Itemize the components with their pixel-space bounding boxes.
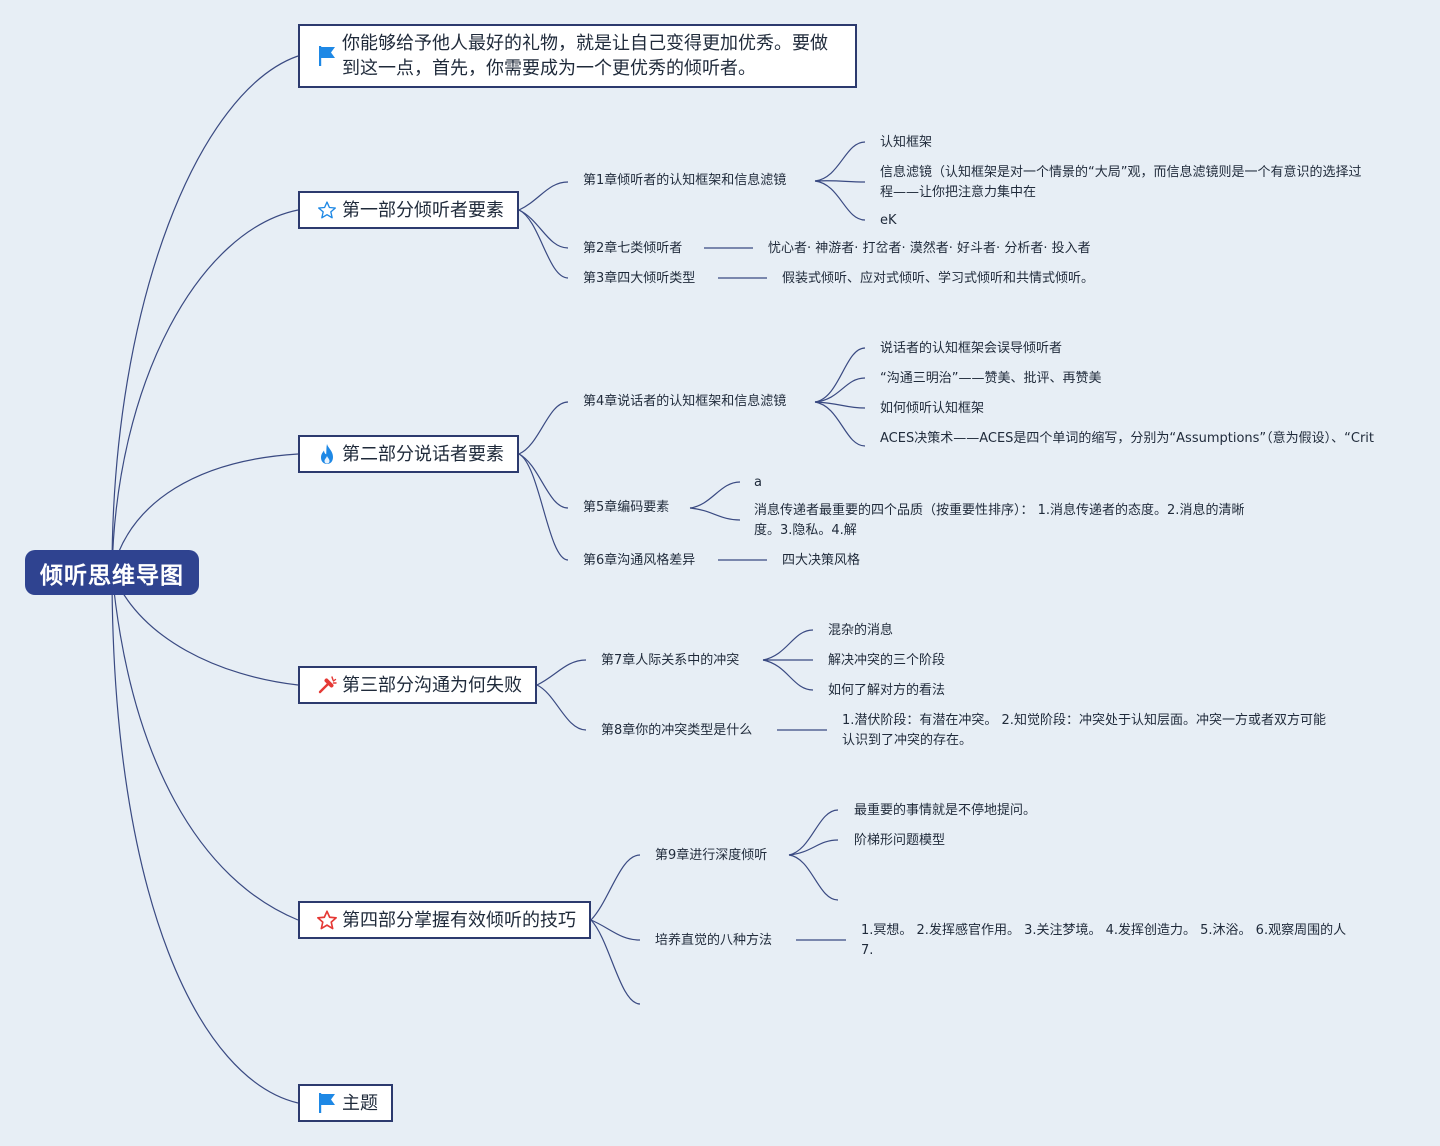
connector-part4-ch9 <box>590 854 641 921</box>
connector-ch9-empty <box>788 854 839 901</box>
connector-ch4-item4 <box>814 401 866 447</box>
connector-root-part3 <box>111 571 299 686</box>
connector-ch1-item2 <box>814 180 866 183</box>
part1-title: 第一部分倾听者要素 <box>342 199 504 221</box>
intuition-label[interactable]: 培养直觉的八种方法 <box>655 933 773 948</box>
chapter4-label[interactable]: 第4章说话者的认知框架和信息滤镜 <box>583 394 787 409</box>
root-title: 倾听思维导图 <box>40 562 184 589</box>
chapter6-label[interactable]: 第6章沟通风格差异 <box>583 553 696 568</box>
connector-ch5-item2 <box>689 507 741 521</box>
chapter2-label[interactable]: 第2章七类倾听者 <box>583 241 683 256</box>
chapter4-item-listen-frame[interactable]: 如何倾听认知框架 <box>880 401 985 416</box>
chapter9-label[interactable]: 第9章进行深度倾听 <box>655 848 768 863</box>
chapter1-item-ek[interactable]: eK <box>880 213 897 228</box>
connector-part2-ch4 <box>518 401 569 455</box>
chapter5-item-a[interactable]: a <box>754 475 762 490</box>
part1-topic[interactable]: 第一部分倾听者要素 <box>298 191 519 229</box>
chapter7-item-three-stages[interactable]: 解决冲突的三个阶段 <box>828 653 946 668</box>
connector-ch4-item2 <box>814 377 866 403</box>
connector-ch7-item1 <box>762 629 814 661</box>
connector-ch9-item2 <box>788 839 839 856</box>
connector-part1-ch1 <box>518 181 569 211</box>
chapter7-item-understand[interactable]: 如何了解对方的看法 <box>828 683 946 698</box>
chapter8-detail[interactable]: 1.潜伏阶段：有潜在冲突。 2.知觉阶段：冲突处于认知层面。冲突一方或者双方可能… <box>842 713 1326 748</box>
chapter3-label[interactable]: 第3章四大倾听类型 <box>583 271 696 286</box>
part3-title: 第三部分沟通为何失败 <box>342 674 522 696</box>
connector-ch4-item1 <box>814 347 866 403</box>
flag-icon <box>316 1092 338 1114</box>
chapter1-item-info-filter[interactable]: 信息滤镜（认知框架是对一个情景的“大局”观，而信息滤镜则是一个有意识的选择过程—… <box>880 165 1362 200</box>
part2-topic[interactable]: 第二部分说话者要素 <box>298 435 519 473</box>
connector-part1-ch3 <box>518 209 569 279</box>
part4-topic[interactable]: 第四部分掌握有效倾听的技巧 <box>298 901 591 939</box>
connector-part2-ch5 <box>518 453 569 509</box>
connector-root-topic <box>111 571 299 1104</box>
topic-last[interactable]: 主题 <box>298 1084 393 1122</box>
intro-text: 你能够给予他人最好的礼物，就是让自己变得更加优秀。要做到这一点，首先，你需要成为… <box>342 33 828 79</box>
chapter5-item-qualities[interactable]: 消息传递者最重要的四个品质（按重要性排序）： 1.消息传递者的态度。2.消息的清… <box>754 503 1245 538</box>
star-outline-icon <box>316 199 338 221</box>
chapter1-label[interactable]: 第1章倾听者的认知框架和信息滤镜 <box>583 173 787 188</box>
connector-part3-ch8 <box>536 684 587 731</box>
flag-icon <box>316 45 338 67</box>
connector-root-part2 <box>111 453 299 573</box>
hammer-icon <box>316 674 338 696</box>
intuition-detail[interactable]: 1.冥想。 2.发挥感官作用。 3.关注梦境。 4.发挥创造力。 5.沐浴。 6… <box>861 923 1347 958</box>
chapter7-label[interactable]: 第7章人际关系中的冲突 <box>601 653 740 668</box>
chapter4-item-sandwich[interactable]: “沟通三明治”——赞美、批评、再赞美 <box>880 371 1102 386</box>
connector-root-part1 <box>111 209 299 573</box>
chapter6-detail[interactable]: 四大决策风格 <box>782 553 861 568</box>
connector-part4-empty <box>590 919 641 1005</box>
connector-ch9-item1 <box>788 809 839 856</box>
chapter4-item-speaker-frame[interactable]: 说话者的认知框架会误导倾听者 <box>880 341 1063 356</box>
intro-topic[interactable]: 你能够给予他人最好的礼物，就是让自己变得更加优秀。要做到这一点，首先，你需要成为… <box>298 24 857 88</box>
chapter8-label[interactable]: 第8章你的冲突类型是什么 <box>601 723 753 738</box>
topic-last-title: 主题 <box>342 1092 378 1114</box>
chapter9-item-keep-asking[interactable]: 最重要的事情就是不停地提问。 <box>854 803 1037 818</box>
fire-icon <box>316 443 338 465</box>
connector-root-part4 <box>111 571 299 921</box>
chapter9-item-ladder[interactable]: 阶梯形问题模型 <box>854 833 946 848</box>
connector-ch1-item3 <box>814 180 866 221</box>
chapter3-detail[interactable]: 假装式倾听、应对式倾听、学习式倾听和共情式倾听。 <box>782 271 1095 286</box>
connector-root-intro <box>111 55 299 573</box>
part3-topic[interactable]: 第三部分沟通为何失败 <box>298 666 537 704</box>
root-topic[interactable]: 倾听思维导图 <box>25 550 199 595</box>
connector-part2-ch6 <box>518 453 569 561</box>
connector-part3-ch7 <box>536 659 587 686</box>
chapter4-item-aces[interactable]: ACES决策术——ACES是四个单词的缩写，分别为“Assumptions”（意… <box>880 431 1375 446</box>
connector-ch4-item3 <box>814 401 866 409</box>
part4-title: 第四部分掌握有效倾听的技巧 <box>342 909 576 931</box>
connector-ch7-item3 <box>762 659 814 691</box>
connector-ch5-item1 <box>689 481 741 509</box>
chapter7-item-mixed[interactable]: 混杂的消息 <box>828 623 894 638</box>
connector-ch1-item1 <box>814 141 866 182</box>
chapter2-detail[interactable]: 忧心者· 神游者· 打岔者· 漠然者· 好斗者· 分析者· 投入者 <box>768 241 1091 256</box>
part2-title: 第二部分说话者要素 <box>342 443 504 465</box>
chapter1-item-cognitive-frame[interactable]: 认知框架 <box>880 135 933 150</box>
connector-part4-intuition <box>590 919 641 941</box>
chapter5-label[interactable]: 第5章编码要素 <box>583 500 670 515</box>
star-icon <box>316 909 338 931</box>
